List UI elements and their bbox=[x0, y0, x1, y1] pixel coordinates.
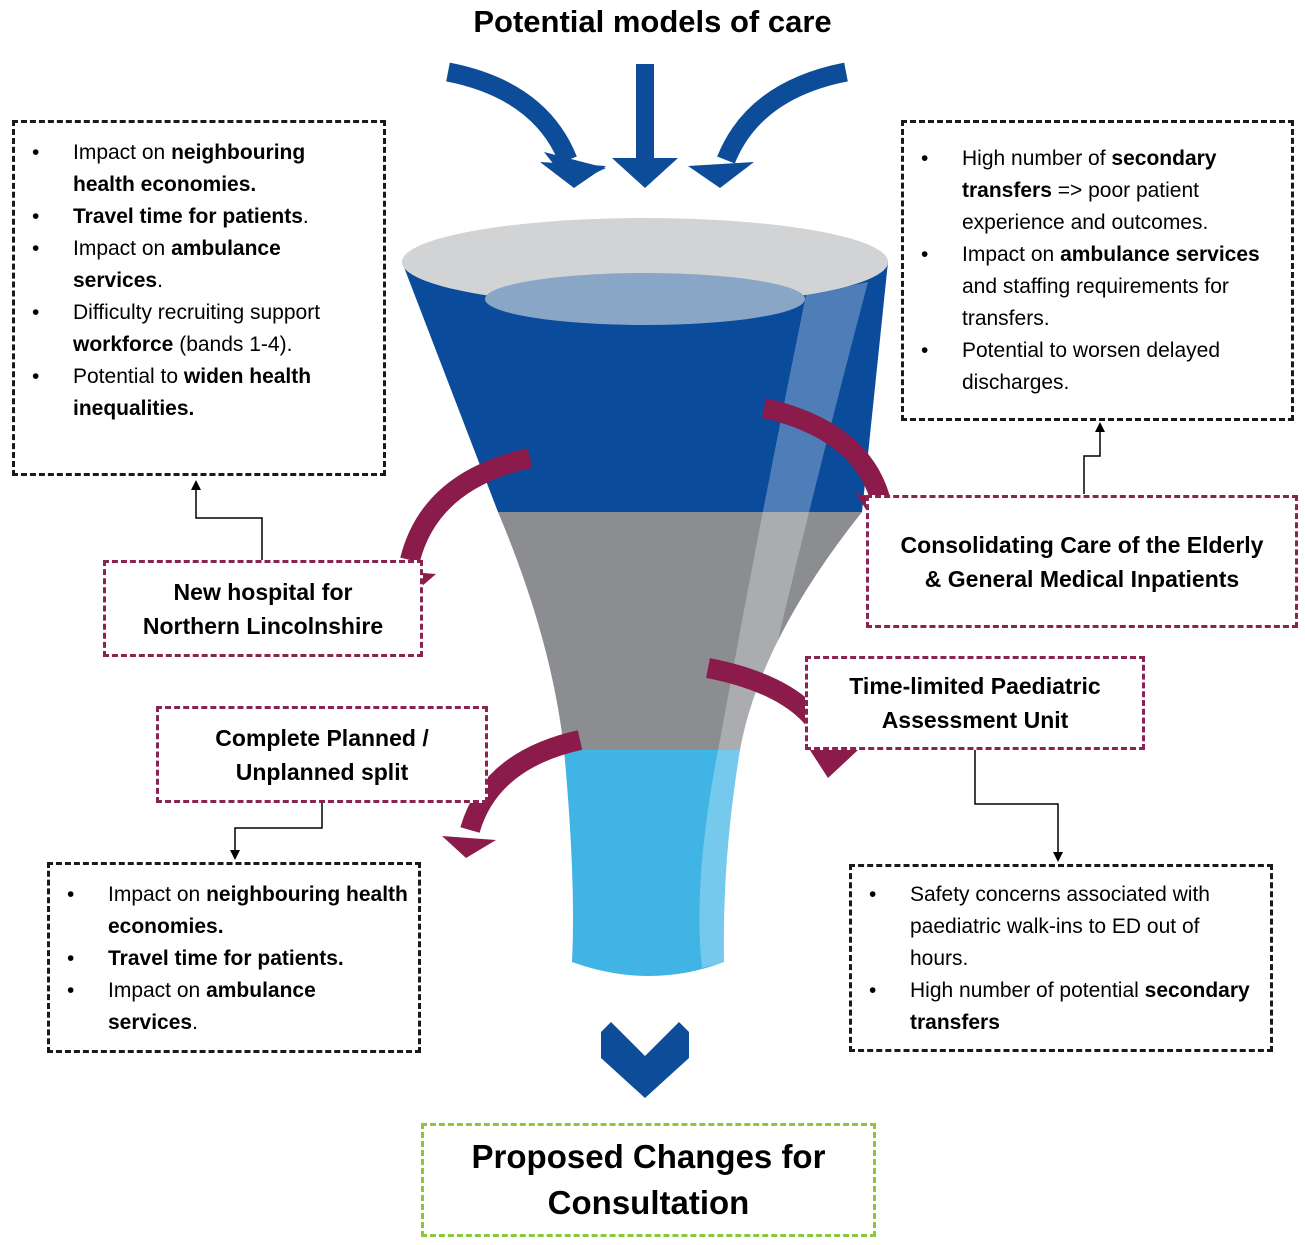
model-paediatric-unit: Time-limited Paediatric Assessment Unit bbox=[805, 656, 1145, 750]
bullet-text: Potential to bbox=[73, 365, 184, 388]
bullet-text: Travel time for patients bbox=[73, 205, 303, 228]
bullet-text: workforce bbox=[73, 333, 174, 356]
bullet-text: secondary transfers bbox=[962, 147, 1217, 202]
bullet-text: secondary transfers bbox=[910, 979, 1250, 1034]
impact-box-top-left: Impact on neighbouring health economies.… bbox=[12, 120, 386, 476]
impact-box-bottom-left: Impact on neighbouring health economies.… bbox=[47, 862, 421, 1053]
bullet-text: Difficulty recruiting support bbox=[73, 301, 321, 324]
bullet-item: High number of secondary transfers => po… bbox=[904, 143, 1279, 239]
bullet-item: Impact on ambulance services. bbox=[50, 975, 410, 1039]
bullet-text: neighbouring health economies. bbox=[108, 883, 408, 938]
bullet-text: Impact on bbox=[108, 979, 207, 1002]
bullet-text: ambulance services bbox=[73, 237, 281, 292]
bullet-text: (bands 1-4). bbox=[173, 333, 293, 356]
bullet-item: Travel time for patients. bbox=[50, 943, 410, 975]
funnel bbox=[402, 218, 888, 976]
impact-box-bottom-right: Safety concerns associated with paediatr… bbox=[849, 864, 1273, 1052]
bullet-text: . bbox=[302, 205, 309, 228]
proposed-changes-box: Proposed Changes for Consultation bbox=[421, 1123, 876, 1237]
bullet-text: High number of bbox=[962, 147, 1112, 170]
bullet-item: Safety concerns associated with paediatr… bbox=[852, 879, 1258, 975]
bullet-text: Travel time for patients. bbox=[108, 947, 344, 970]
curved-arrow-left-icon bbox=[446, 62, 606, 188]
bullet-text: and staffing requirements for transfers. bbox=[962, 275, 1229, 330]
bullet-text: . bbox=[192, 1011, 198, 1034]
bullet-text: Impact on bbox=[73, 237, 172, 260]
curved-arrow-right-icon bbox=[688, 62, 848, 188]
down-arrow-icon bbox=[612, 64, 678, 188]
chevron-down-icon bbox=[601, 1022, 689, 1098]
bullet-text: Impact on bbox=[73, 141, 172, 164]
bullet-text: High number of potential bbox=[910, 979, 1145, 1002]
bullet-text: widen health inequalities. bbox=[73, 365, 312, 420]
bullet-item: Potential to widen health inequalities. bbox=[15, 361, 371, 425]
bullet-item: Difficulty recruiting support workforce … bbox=[15, 297, 371, 361]
bullet-item: Potential to worsen delayed discharges. bbox=[904, 335, 1279, 399]
model-consolidating-care: Consolidating Care of the Elderly & Gene… bbox=[866, 495, 1298, 628]
bullet-item: Impact on ambulance services. bbox=[15, 233, 371, 297]
bullet-text: ambulance services bbox=[108, 979, 316, 1034]
bullet-text: neighbouring health economies. bbox=[73, 141, 306, 196]
bullet-item: Impact on neighbouring health economies. bbox=[50, 879, 410, 943]
diagram-title: Potential models of care bbox=[473, 4, 832, 39]
bullet-text: Impact on bbox=[962, 243, 1061, 266]
model-planned-split: Complete Planned / Unplanned split bbox=[156, 706, 488, 803]
bullet-text: ambulance services bbox=[1060, 243, 1260, 266]
curved-arrow-planned-split-icon bbox=[442, 730, 583, 858]
bullet-item: High number of potential secondary trans… bbox=[852, 975, 1258, 1039]
impact-box-top-right: High number of secondary transfers => po… bbox=[901, 120, 1294, 421]
bullet-text: Potential to worsen delayed discharges. bbox=[962, 339, 1220, 394]
bullet-text: . bbox=[157, 269, 163, 292]
bullet-text: Impact on bbox=[108, 883, 207, 906]
bullet-text: Safety concerns associated with paediatr… bbox=[910, 883, 1210, 970]
bullet-item: Impact on ambulance services and staffin… bbox=[904, 239, 1279, 335]
model-new-hospital: New hospital for Northern Lincolnshire bbox=[103, 560, 423, 657]
connector-lines bbox=[191, 422, 1105, 862]
bullet-item: Impact on neighbouring health economies. bbox=[15, 137, 371, 201]
bullet-item: Travel time for patients. bbox=[15, 201, 371, 233]
bullet-text: => poor patient experience and outcomes. bbox=[962, 179, 1209, 234]
